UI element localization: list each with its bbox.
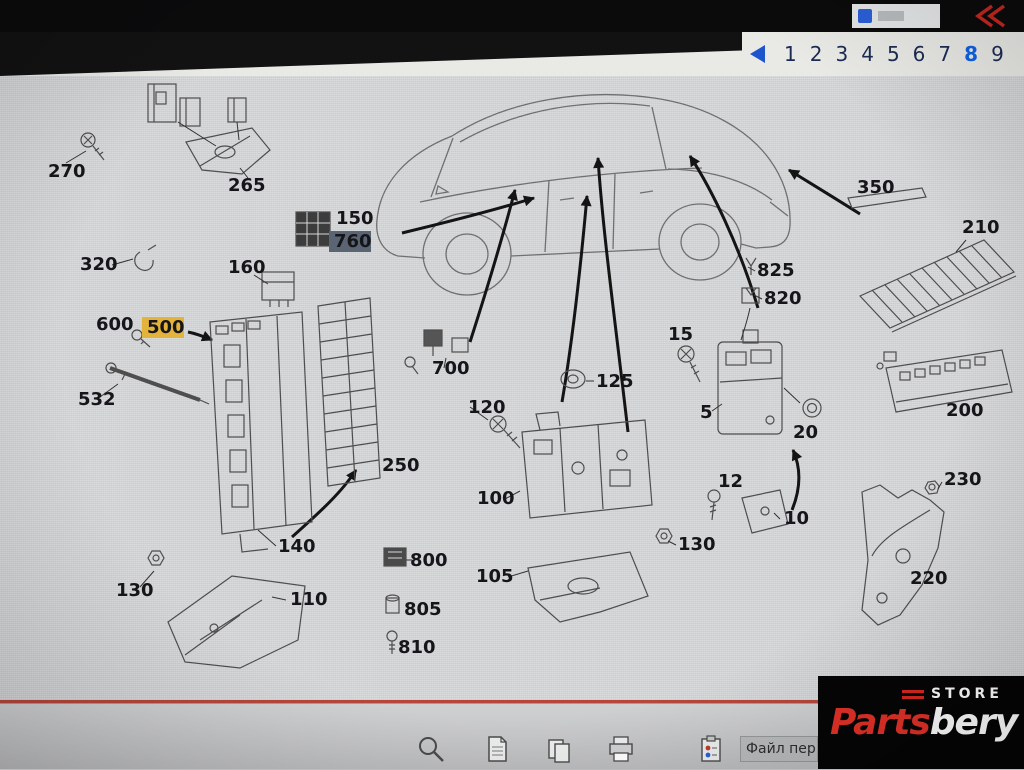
part-label-760[interactable]: 760 [334, 231, 372, 252]
part-label-125[interactable]: 125 [596, 371, 634, 392]
part-label-825[interactable]: 825 [757, 260, 795, 281]
page-number-6[interactable]: 6 [912, 42, 926, 66]
part-label-12[interactable]: 12 [718, 471, 743, 492]
window-controls-strip [852, 4, 940, 28]
part-label-805[interactable]: 805 [404, 599, 442, 620]
part-label-700[interactable]: 700 [432, 358, 470, 379]
page-number-9[interactable]: 9 [991, 42, 1004, 66]
part-label-150[interactable]: 150 [336, 208, 374, 229]
partsbery-logo: STORE Partsbery [818, 676, 1024, 769]
page-number-1[interactable]: 1 [784, 42, 797, 66]
logo-brand-text: Partsbery [830, 702, 1018, 743]
part-label-820[interactable]: 820 [764, 288, 802, 309]
part-label-600[interactable]: 600 [96, 314, 134, 335]
part-label-220[interactable]: 220 [910, 568, 948, 589]
logo-speed-lines [902, 689, 924, 699]
page-number-3[interactable]: 3 [835, 42, 849, 66]
window-control[interactable] [878, 11, 904, 21]
part-label-320[interactable]: 320 [80, 254, 118, 275]
part-label-140[interactable]: 140 [278, 536, 316, 557]
red-divider-line [0, 700, 820, 703]
part-label-810[interactable]: 810 [398, 637, 436, 658]
page-number-5[interactable]: 5 [886, 42, 900, 66]
part-label-highlight-760 [329, 231, 371, 252]
page-number-7[interactable]: 7 [938, 42, 952, 66]
part-label-350[interactable]: 350 [857, 177, 895, 198]
part-label-210[interactable]: 210 [962, 217, 1000, 238]
logo-store-row: STORE [902, 686, 1003, 702]
file-status-field[interactable]: Файл пер [740, 736, 818, 762]
pointer-arrows [187, 155, 861, 539]
part-label-532[interactable]: 532 [78, 389, 116, 410]
file-status-text: Файл пер [746, 741, 816, 757]
copy-document-icon[interactable] [544, 734, 574, 764]
part-label-highlight-500 [142, 317, 184, 338]
part-label-160[interactable]: 160 [228, 257, 266, 278]
page-number-4[interactable]: 4 [861, 42, 874, 66]
part-label-130[interactable]: 130 [678, 534, 716, 555]
exploded-parts-diagram: 2702651507603201606005005327001201252501… [48, 83, 1017, 669]
part-label-20[interactable]: 20 [793, 422, 818, 443]
part-label-15[interactable]: 15 [668, 324, 693, 345]
part-label-105[interactable]: 105 [476, 566, 514, 587]
parts-drawings [80, 83, 1017, 669]
prev-page-arrow-icon[interactable] [750, 45, 765, 63]
logo-bery-text: bery [929, 702, 1018, 743]
part-label-500[interactable]: 500 [147, 317, 185, 338]
clipboard-icon[interactable] [696, 734, 726, 764]
top-black-bar [0, 0, 1024, 32]
page-number-8[interactable]: 8 [964, 42, 979, 66]
part-label-800[interactable]: 800 [410, 550, 448, 571]
part-label-230[interactable]: 230 [944, 469, 982, 490]
printer-icon[interactable] [606, 734, 636, 764]
part-label-130[interactable]: 130 [116, 580, 154, 601]
part-label-5[interactable]: 5 [700, 402, 713, 423]
car-outline-drawing [376, 94, 791, 296]
app-icon[interactable] [858, 9, 872, 23]
logo-parts-text: Parts [830, 702, 931, 743]
part-label-265[interactable]: 265 [228, 175, 266, 196]
search-icon[interactable] [416, 734, 446, 764]
part-label-110[interactable]: 110 [290, 589, 328, 610]
logo-store-text: STORE [931, 686, 1003, 702]
part-label-100[interactable]: 100 [477, 488, 515, 509]
part-label-120[interactable]: 120 [468, 397, 506, 418]
document-icon[interactable] [482, 734, 512, 764]
page-number-2[interactable]: 2 [809, 42, 823, 66]
part-label-270[interactable]: 270 [48, 161, 86, 182]
red-corner-mark [974, 4, 1006, 28]
toolbar-dark-wedge [0, 32, 742, 76]
part-label-10[interactable]: 10 [784, 508, 809, 529]
leader-lines [65, 121, 967, 601]
part-label-250[interactable]: 250 [382, 455, 420, 476]
part-label-200[interactable]: 200 [946, 400, 984, 421]
